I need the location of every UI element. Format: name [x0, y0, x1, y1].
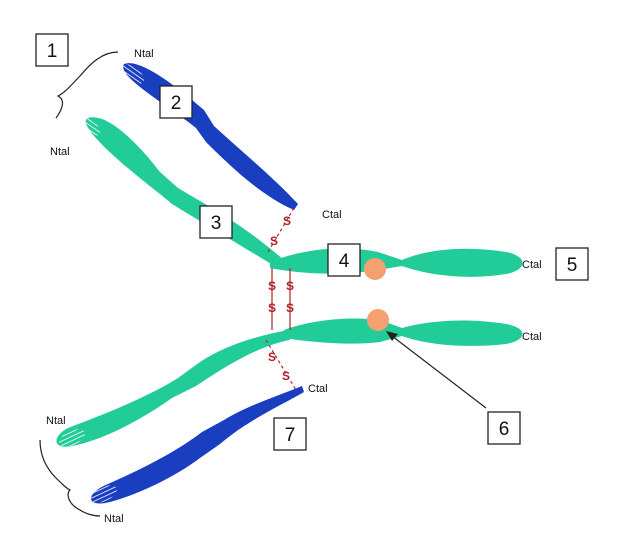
disulfide-s: S — [270, 234, 278, 248]
disulfide-s: S — [283, 214, 291, 228]
disulfide-s: S — [268, 350, 276, 364]
callout-number: 6 — [499, 419, 510, 440]
callout-box-7: 7 — [273, 417, 307, 451]
callout-box-4: 4 — [327, 243, 361, 277]
callout-number: 1 — [47, 41, 58, 62]
brace-upper — [55, 51, 119, 119]
callout-box-3: 3 — [199, 205, 233, 239]
ctal-label-lower-heavy: Ctal — [522, 331, 542, 343]
ntal-label-upper-light: Ntal — [134, 48, 154, 60]
arrow-6-head — [386, 331, 398, 341]
ctal-label-upper-heavy: Ctal — [522, 259, 542, 271]
disulfide-s: S — [286, 279, 294, 293]
heavy-chain-upper-variable — [85, 117, 286, 268]
heavy-chain-lower-hatch — [58, 429, 86, 447]
light-chain-lower-hatch — [90, 485, 118, 503]
callout-box-6: 6 — [487, 411, 521, 445]
ntal-label-lower-heavy: Ntal — [46, 415, 66, 427]
disulfide-bond-lower-light: S S — [265, 339, 297, 391]
light-chain-upper-body — [123, 63, 298, 211]
disulfide-bond-hinge-left: S S — [268, 268, 276, 330]
ctal-label-upper-light: Ctal — [322, 209, 342, 221]
callout-number: 3 — [211, 213, 222, 234]
brace-lower — [39, 439, 101, 517]
heavy-chain-lower-variable — [56, 330, 290, 447]
heavy-chain-upper-hatch — [75, 116, 101, 136]
callout-number: 5 — [567, 255, 578, 276]
heavy-chain-lower — [56, 318, 523, 447]
light-chain-upper — [119, 63, 298, 211]
callout-number: 4 — [339, 251, 350, 272]
ctal-label-lower-light: Ctal — [308, 383, 328, 395]
disulfide-bond-upper-light: S S — [267, 207, 295, 253]
heavy-chain-lower-constant — [284, 318, 523, 346]
light-chain-lower — [90, 386, 305, 504]
callout-number: 2 — [171, 93, 182, 114]
disulfide-bond-hinge-right: S S — [286, 268, 294, 330]
light-chain-lower-body — [90, 386, 305, 504]
callout-box-2: 2 — [159, 85, 193, 119]
heavy-chain-upper — [75, 116, 523, 277]
callout-box-1: 1 — [35, 33, 69, 67]
ntal-label-upper-heavy: Ntal — [50, 146, 70, 158]
callout-box-5: 5 — [555, 247, 589, 281]
heavy-chain-upper-constant — [270, 248, 523, 277]
ntal-label-lower-light: Ntal — [104, 513, 124, 525]
carbohydrate-dot-lower — [367, 309, 389, 331]
disulfide-s: S — [282, 369, 290, 383]
arrow-6-line — [391, 335, 487, 409]
carbohydrate-dot-upper — [364, 258, 386, 280]
light-chain-upper-hatch — [119, 64, 145, 84]
callout-number: 7 — [285, 425, 296, 446]
disulfide-s: S — [268, 301, 276, 315]
disulfide-s: S — [268, 279, 276, 293]
disulfide-s: S — [286, 301, 294, 315]
